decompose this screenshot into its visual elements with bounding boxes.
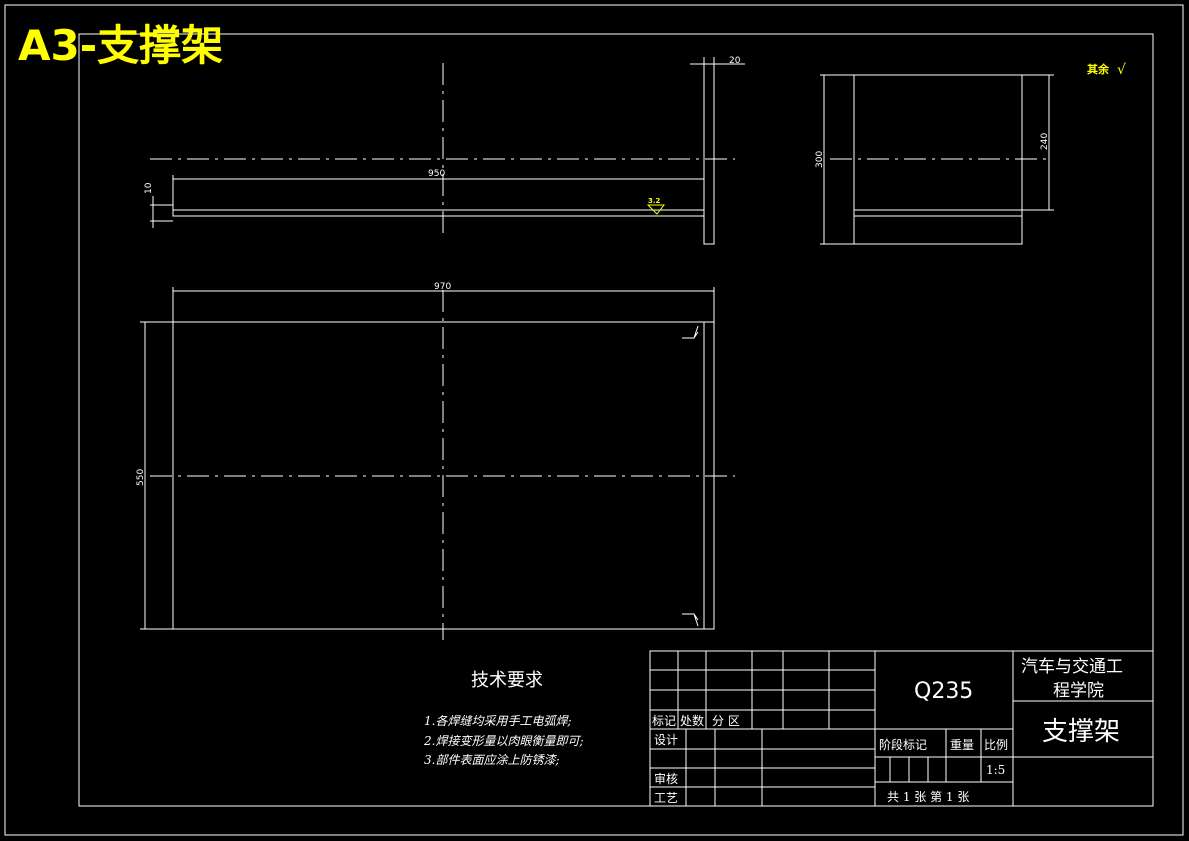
dim-970: 970	[434, 282, 451, 292]
sheet-count: 共 1 张 第 1 张	[887, 790, 969, 804]
part-name: 支撑架	[1042, 717, 1120, 747]
rev-zone-label: 分 区	[712, 714, 740, 728]
dim-10: 10	[144, 182, 154, 194]
tech-item-1: 1.各焊缝均采用手工电弧焊;	[424, 714, 572, 728]
weight-label: 重量	[950, 738, 974, 752]
tech-item-2: 2.焊接变形量以肉眼衡量即可;	[423, 734, 584, 748]
roughness-mark: 3.2	[648, 197, 661, 205]
stage-mark-label: 阶段标记	[879, 737, 927, 752]
process-label: 工艺	[654, 791, 678, 805]
roughness-symbol-icon	[646, 204, 666, 215]
design-label: 设计	[654, 733, 678, 747]
inner-frame	[78, 33, 1154, 807]
title-block: 标记 处数 分 区 设计 审核 工艺 Q235 阶段标记 重量 比例 1:5 共…	[649, 650, 1154, 807]
material: Q235	[914, 679, 973, 704]
rev-count-label: 处数	[680, 713, 704, 728]
scale-label: 比例	[984, 738, 1008, 752]
school-line-1: 汽车与交通工	[1021, 657, 1123, 677]
sheet-title: A3-支撑架	[18, 21, 223, 70]
front-view: 950 10 20 3.2	[144, 56, 745, 245]
dim-20: 20	[729, 56, 741, 66]
plate-edge	[172, 209, 705, 217]
tech-requirements: 技术要求 1.各焊缝均采用手工电弧焊; 2.焊接变形量以肉眼衡量即可; 3.部件…	[423, 670, 584, 767]
top-view: 970 550	[136, 282, 735, 640]
tech-title: 技术要求	[471, 670, 543, 691]
plan-outline	[172, 321, 715, 630]
dim-950: 950	[428, 169, 445, 179]
check-label: 审核	[654, 771, 678, 786]
side-view: 300 240	[815, 74, 1054, 245]
rest-roughness-label: 其余	[1087, 62, 1110, 76]
rev-mark-label: 标记	[652, 714, 676, 728]
dim-550: 550	[136, 469, 146, 486]
school-line-2: 程学院	[1053, 681, 1104, 701]
tech-item-3: 3.部件表面应涂上防锈漆;	[424, 753, 560, 767]
side-outline	[853, 74, 1023, 245]
upright-edge	[703, 63, 715, 245]
dim-300: 300	[815, 151, 825, 168]
weld-symbol-icon	[682, 325, 699, 339]
dim-240: 240	[1040, 133, 1050, 150]
weld-symbol-icon	[682, 613, 699, 627]
rest-roughness-symbol: √	[1117, 62, 1126, 78]
scale-value: 1:5	[986, 763, 1005, 777]
outer-frame	[4, 4, 1184, 836]
